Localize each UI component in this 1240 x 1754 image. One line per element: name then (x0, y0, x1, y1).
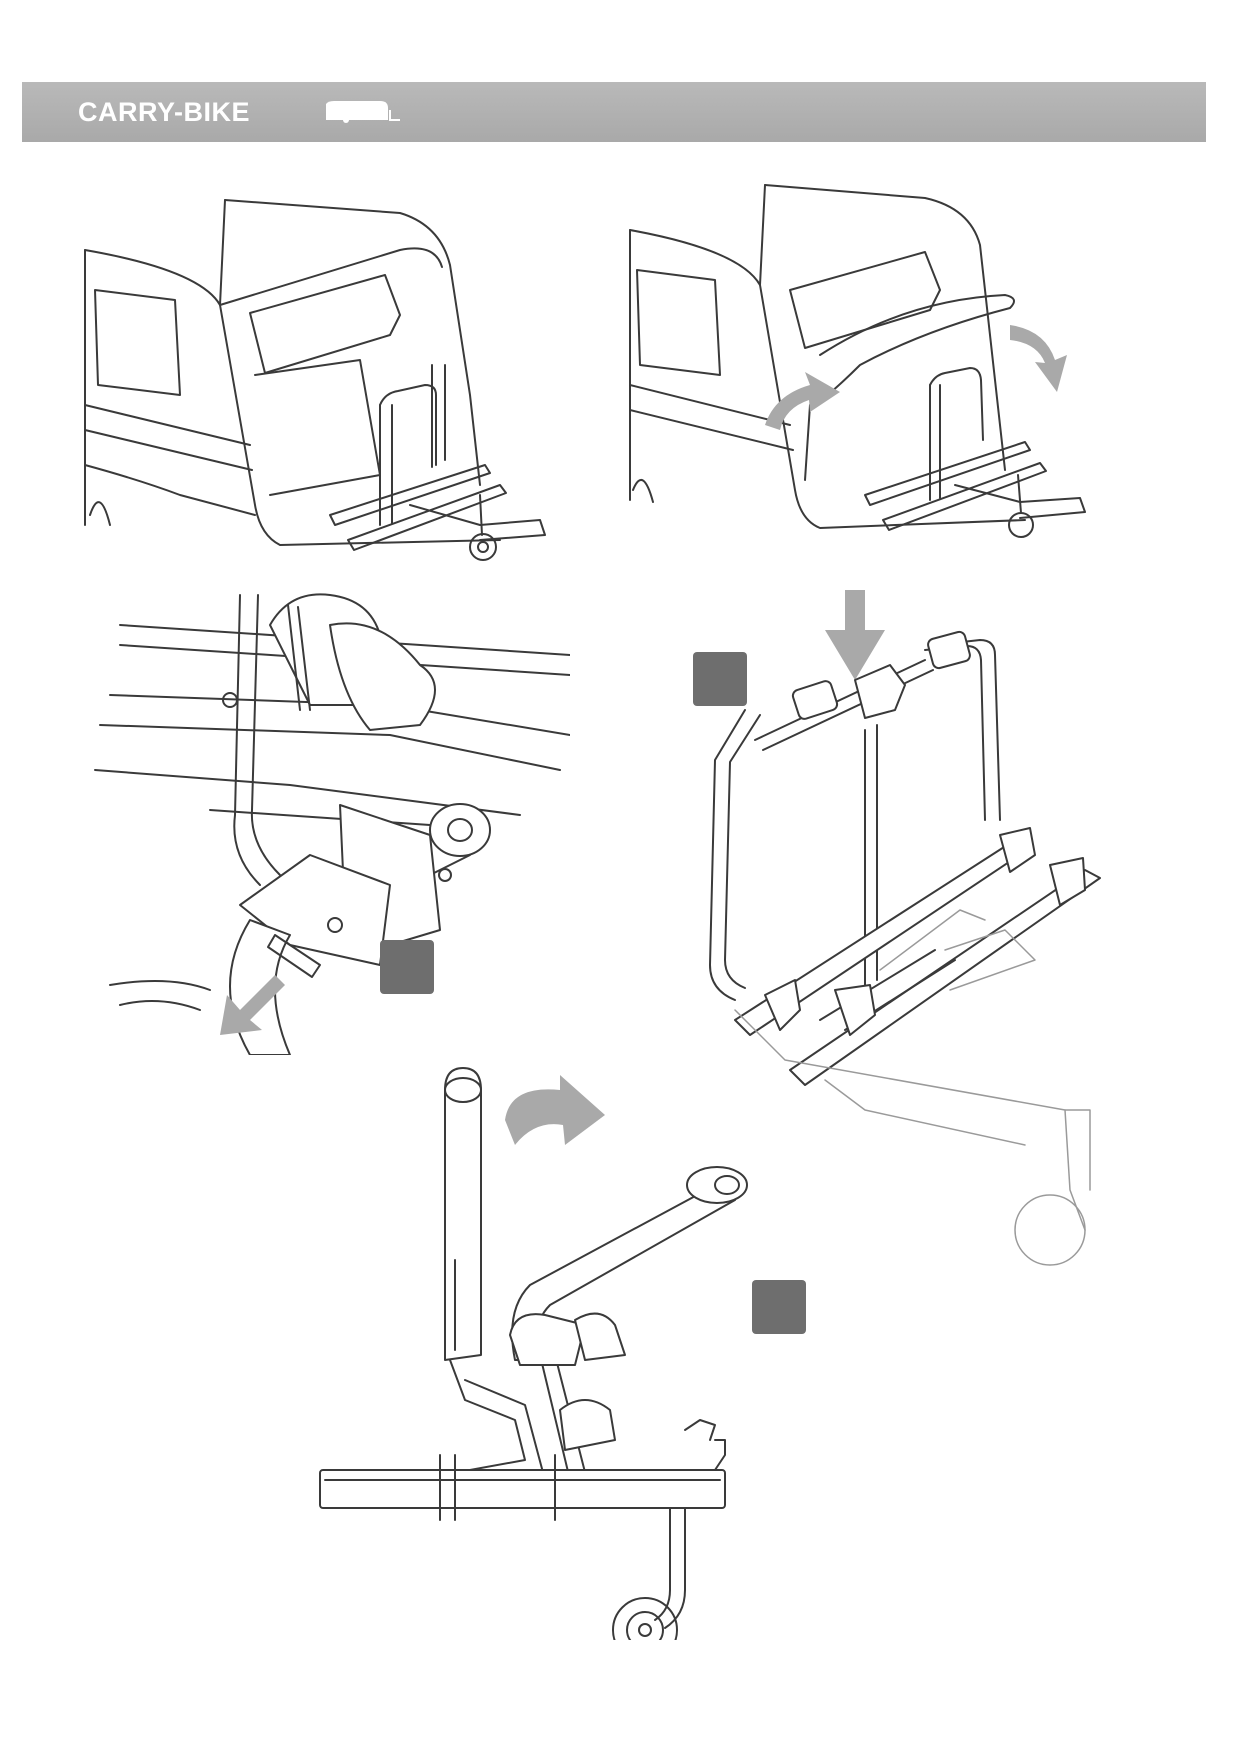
figure-detail-clamp-release (94, 593, 570, 1055)
step-marker-1 (380, 940, 434, 994)
figure-rack-fold-side-view (319, 1067, 748, 1640)
section-header: CARRY-BIKE (22, 82, 1206, 142)
fold-arrow (505, 1075, 605, 1145)
step-marker-3 (752, 1280, 806, 1334)
step-marker-2 (693, 652, 747, 706)
press-down-arrow (825, 590, 885, 680)
rotate-arrow-right (1010, 325, 1067, 392)
caravan-icon (326, 101, 400, 123)
figure-caravan-rack-mounted (84, 199, 546, 561)
rotate-arrow-left (765, 372, 840, 430)
release-arrow (220, 975, 285, 1035)
section-title: CARRY-BIKE (78, 97, 251, 127)
figure-caravan-rack-tilted (629, 184, 1086, 538)
figure-rack-press-down (709, 590, 1101, 1266)
